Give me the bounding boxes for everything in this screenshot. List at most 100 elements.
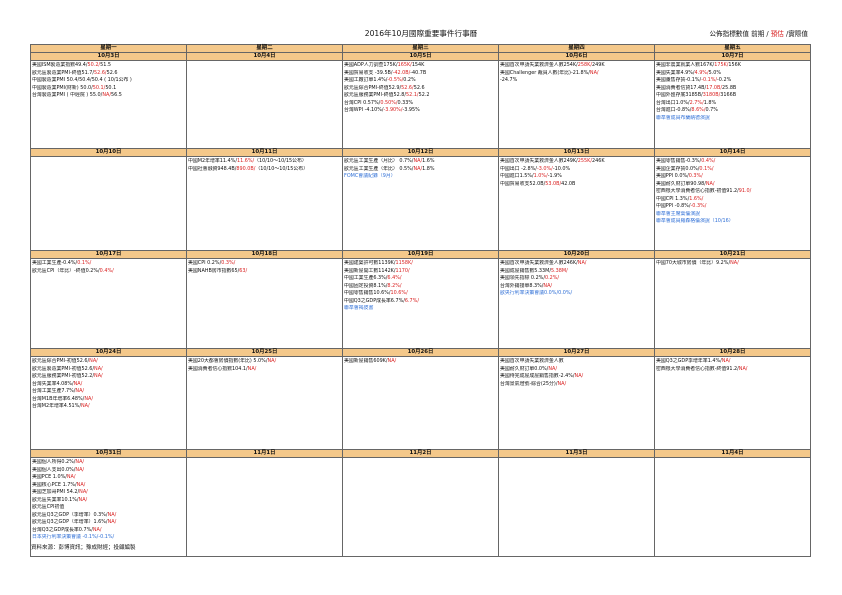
event-text: 歐元區工業生產（月比） 0.7%/ [344, 158, 414, 164]
event-text: 中國零售銷售10.6%/ [344, 290, 391, 296]
day-events-cell: 美國工業生產-0.4%/0.1%/歐元區CPI（年比）-終值0.2%/0.4%/ [30, 258, 187, 349]
event-actual: 52.6 [413, 84, 425, 91]
date-cell: 10月4日 [186, 52, 343, 61]
event-note: FOMC會議紀錄（9月） [344, 173, 396, 179]
event-line: 美國建築許可數1139K/1158K/ [344, 260, 497, 268]
event-text: 美國領先指標 0.2%/ [500, 275, 545, 281]
event-actual: -40.7B [410, 69, 427, 76]
event-actual: 5.0% [708, 69, 722, 76]
event-line: 台灣工業生產7.7%/NA/ [32, 388, 185, 396]
event-forecast: -42.0B/ [392, 69, 411, 76]
event-text: 歐元區CPI初值 [32, 504, 65, 510]
event-text: 歐元區失業率10.1%/ [32, 496, 79, 503]
event-text: 中國製造業PMI(財新) 50.0/ [32, 84, 93, 91]
event-text: 台灣製造業PMI ( 中經院 ) 55.0/ [32, 92, 103, 98]
event-text: 中國出口 -2.8%/ [500, 165, 537, 172]
event-forecast: NA/ [76, 481, 86, 488]
event-forecast: 258K/ [577, 62, 592, 68]
date-cell: 10月20日 [498, 250, 655, 259]
event-forecast: 2.7%/ [689, 99, 704, 106]
event-actual: -0.2% [717, 77, 732, 83]
weekday-header: 星期一 [30, 44, 187, 53]
event-forecast: NA/ [387, 358, 397, 364]
event-forecast: NA/ [107, 511, 117, 518]
event-line: 歐元區失業率10.1%/NA/ [32, 497, 185, 505]
event-text: 美國失業率4.9%/ [656, 69, 695, 76]
event-forecast: 3180B/ [702, 92, 721, 98]
event-line: 美國首次申請失業救濟金人數249K/255K/246K [500, 158, 653, 166]
event-line: 日本央行利率決策會議 -0.1%/-0.1%/ [32, 534, 185, 542]
event-line: 中國製造業PMI 50.4/50.4/50.4 ( 10/1公布 ) [32, 77, 185, 85]
event-forecast: NA/ [589, 69, 599, 76]
weekday-header: 星期三 [342, 44, 499, 53]
event-text: 美國首次申請失業救濟金人數246K/ [500, 260, 578, 266]
event-line: 美國CPI 0.2%/0.3%/ [188, 260, 341, 268]
event-line: 歐元區CPI初值 [32, 504, 185, 512]
event-actual: 0.33% [397, 99, 414, 106]
event-actual: 156K [728, 62, 741, 68]
date-cell: 11月3日 [498, 449, 655, 458]
event-line: 中國M2年增率11.4%/11.6%/（10/10～10/15公布） [188, 158, 341, 166]
date-cell: 11月4日 [654, 449, 811, 458]
event-line: 聯準會褐皮書 [344, 305, 497, 313]
event-line: 台灣Q3之GDP成長率0.7%/NA/ [32, 527, 185, 535]
event-forecast: 52.1/ [406, 92, 419, 98]
day-events-cell: 歐元區工業生產（月比） 0.7%/NA/1.6%歐元區工業生產（年比） 0.5%… [342, 156, 499, 251]
event-actual: 51.5 [100, 62, 111, 68]
event-note-value: 0.0%/ [558, 290, 573, 296]
event-text: 美國新屋開工數1142K/ [344, 267, 396, 274]
date-cell: 10月21日 [654, 250, 811, 259]
event-text: 美國工廠訂單1.4%/ [344, 77, 388, 83]
legend-prefix: 公佈指標數值 前期 / [709, 30, 771, 38]
day-events-cell [498, 457, 655, 557]
events-row: 歐元區綜合PMI-初值52.6/NA/歐元區製造業PMI-初值52.6/NA/歐… [30, 356, 811, 450]
event-text: 美國耐久財訂單90.98/ [656, 180, 706, 187]
event-line: 美國零售銷售-0.3%/0.4%/ [656, 158, 809, 166]
date-cell: 10月26日 [342, 348, 499, 357]
event-line: 台灣出口1.0%/2.7%/1.8% [656, 100, 809, 108]
event-forecast: NA/ [89, 358, 98, 364]
event-text: 台灣Q3之GDP成長率0.7%/ [32, 526, 93, 533]
day-events-cell: 美國Q3之GDP季增年率1.4%/NA/密西根大學消費者信心指數-終值91.2/… [654, 356, 811, 450]
event-text: 美國CPI 0.2%/ [188, 260, 222, 266]
event-forecast: 0.1%/ [699, 165, 714, 172]
event-actual: 52.6 [106, 69, 118, 76]
event-actual: 1.8% [422, 165, 435, 172]
event-text: 台灣工業生產7.7%/ [32, 388, 76, 394]
event-actual: -10.0% [552, 165, 571, 172]
event-line: 歐元區CPI（年比）-終值0.2%/0.4%/ [32, 268, 185, 276]
event-text: 中國固定投資8.1%/ [344, 282, 388, 289]
event-forecast: NA/ [80, 403, 90, 409]
legend-forecast: 預估 [770, 30, 784, 38]
event-actual: （10/10～10/15公布） [255, 165, 309, 172]
day-events-cell: 中國70大城市房價（年比）9.2%/NA/ [654, 258, 811, 349]
event-forecast: NA/ [94, 373, 103, 379]
event-forecast: 50.2/ [87, 62, 101, 68]
event-text: 中國貿易收支52.0B/ [500, 180, 546, 187]
event-forecast: 165K/ [397, 62, 412, 68]
event-actual: 25.8B [722, 84, 737, 91]
event-forecast: NA/ [543, 282, 553, 289]
event-forecast: NA/ [73, 380, 83, 387]
event-line: 歐元區綜合PMI-初值52.6/NA/ [32, 358, 185, 366]
event-note-value: -0.1%/ [98, 534, 115, 540]
event-text: 台灣進口-0.8%/ [656, 107, 692, 113]
day-events-cell: 美國CPI 0.2%/0.3%/美國NAHB房市指數65/63/ [186, 258, 343, 349]
event-note: 歐央行利率決策會議0.0%/ [500, 290, 559, 296]
event-text: 中國M2年增率11.4%/ [188, 158, 237, 164]
event-text: 歐元區服務業PMI-終值52.8/ [344, 92, 407, 98]
event-line: 中國社會融資948.4B/890.0B/（10/10～10/15公布） [188, 166, 341, 174]
event-line: 美國ADP人力調查175K/165K/154K [344, 62, 497, 70]
event-text: -24.7% [500, 77, 518, 83]
event-line: 歐元區綜合PMI-終值52.9/52.6/52.6 [344, 85, 497, 93]
event-text: 台灣M2年增率4.51%/ [32, 403, 81, 409]
date-cell: 10月6日 [498, 52, 655, 61]
event-line: 美國核心PCE 1.7%/NA/ [32, 482, 185, 490]
day-events-cell: 美國零售銷售-0.3%/0.4%/美國企業存貨0.0%/0.1%/美國PPI 0… [654, 156, 811, 251]
event-line: 密西根大學消費者信心指數-初值91.2/91.0/ [656, 188, 809, 196]
date-cell: 10月19日 [342, 250, 499, 259]
event-line: 密西根大學消費者信心指數-終值91.2/NA/ [656, 366, 809, 374]
